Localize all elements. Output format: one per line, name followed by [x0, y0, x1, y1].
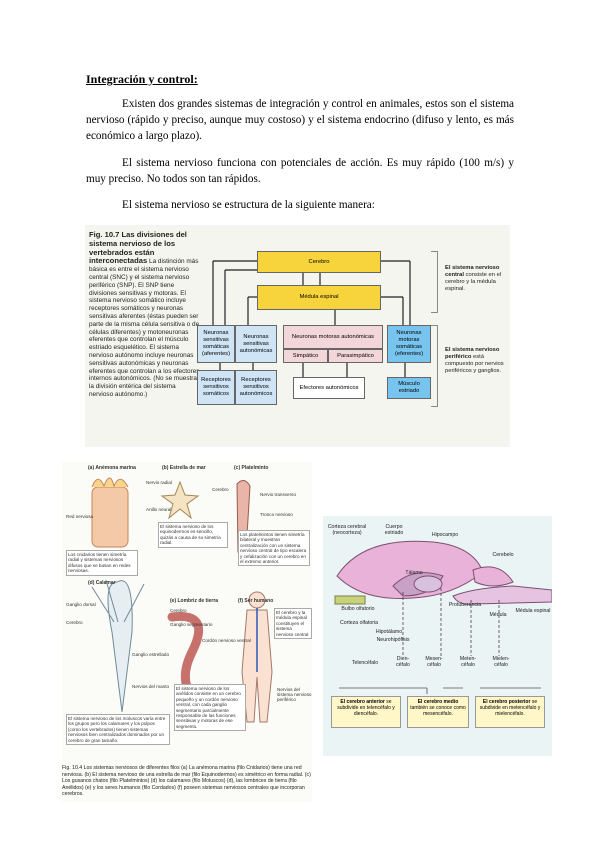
note-flatworm: Los platelmintos tienen simetría bilater… — [238, 530, 310, 567]
label-mielencefalo: Mielen-céfalo — [492, 656, 510, 668]
note-starfish: El sistema nervioso de los equinodermos … — [158, 522, 228, 548]
anterior-rest: se subdivide en telencéfalo y diencéfalo… — [337, 699, 395, 717]
label-ganglio-segmentario: Ganglio segmentario — [170, 622, 213, 627]
label-medula-espinal: Médula espinal — [515, 608, 551, 614]
label-cerebro-calamar: Cerebro — [66, 620, 83, 625]
figure-104-caption: Fig. 10.4 Los sistemas nerviosos de dife… — [62, 765, 311, 798]
box-receptores-autonomicos: Receptores sensitivos autonómicos — [235, 370, 277, 405]
label-cerebro-lombriz: Cerebro — [170, 608, 187, 613]
label-hipotalamo: Hipotálamo — [375, 629, 403, 635]
anemone-illustration — [91, 477, 129, 548]
box-receptores-somaticos: Receptores sensitivos somáticos — [197, 370, 235, 405]
box-cerebro-anterior: El cerebro anterior se subdivide en tele… — [331, 696, 401, 728]
box-neuronas-sensitivas-somaticas: Neuronas sensitivas somáticas (aferentes… — [197, 325, 235, 363]
label-corteza-cerebral: Corteza cerebral (neocorteza) — [327, 524, 367, 536]
box-parasimpatico: Parasimpático — [328, 349, 383, 363]
subtitle-anemone: (a) Anémona marina — [88, 465, 136, 471]
label-cuerpo-estriado: Cuerpo estriado — [384, 524, 404, 536]
snp-note: El sistema nervioso periférico está comp… — [445, 347, 507, 375]
figure-107-arrows — [212, 260, 411, 377]
brain-illustration — [334, 540, 552, 694]
snp-note-rest: está compuesto por nervios periféricos y… — [445, 354, 504, 374]
starfish-illustration — [160, 480, 200, 520]
label-nervio-transverso: Nervio transverso — [260, 492, 296, 497]
label-tronco-nervioso: Tronco nervioso — [260, 512, 293, 517]
snp-bracket — [431, 325, 438, 407]
box-medula-espinal: Médula espinal — [257, 285, 381, 310]
label-bulbo-olfatorio: Bulbo olfatorio — [341, 606, 375, 612]
box-musculo-estriado: Músculo estriado — [387, 377, 431, 399]
label-cerebro-platelminto: Cerebro — [212, 487, 229, 492]
snc-bracket — [431, 251, 438, 313]
label-ganglio-estrellado: Ganglio estrellado — [132, 652, 170, 657]
label-protuberancia: Protuberancia — [448, 602, 482, 608]
box-cerebro-posterior: El cerebro posterior se subdivide en met… — [475, 696, 545, 728]
section-heading: Integración y control: — [86, 72, 198, 86]
label-medula: Médula — [489, 612, 507, 618]
box-neuronas-motoras-autonomicas: Neuronas motoras autonómicas — [283, 325, 383, 349]
label-anillo-neural: Anillo neural — [146, 507, 172, 512]
label-ganglio-dorsal: Ganglio dorsal — [66, 602, 96, 607]
figure-107-caption-body: La distinción más básica es entre el sis… — [89, 258, 200, 398]
label-nervios-manto: Nervios del manto — [132, 684, 170, 689]
subtitle-human: (f) Ser humano — [238, 598, 274, 604]
squid-illustration — [91, 579, 145, 713]
figure-phyla-nervous-systems: (a) Anémona marina (b) Estrella de mar (… — [62, 462, 312, 802]
subtitle-starfish: (b) Estrella de mar — [162, 465, 206, 471]
label-talamo: Tálamo — [405, 570, 423, 576]
posterior-bold: El cerebro posterior — [482, 699, 531, 705]
label-nervios-perifericos: Nervios del sistema nervioso periférico — [277, 687, 312, 702]
snc-note-bold: El sistema nervioso central — [445, 265, 500, 278]
box-cerebro-medio: El cerebro medio también se conoce como … — [407, 696, 469, 728]
label-nervio-radial: Nervio radial — [146, 480, 172, 485]
label-neurohipofisis: Neurohipófisis — [376, 637, 410, 643]
snp-note-bold: El sistema nervioso periférico — [445, 347, 500, 360]
box-simpatico: Simpático — [283, 349, 328, 363]
note-earthworm: El sistema nervioso de los anélidos cons… — [174, 684, 246, 732]
anterior-bold: El cerebro anterior — [340, 699, 385, 705]
human-illustration — [241, 591, 273, 723]
paragraph-systems: Existen dos grandes sistemas de integrac… — [86, 98, 514, 142]
label-mesencefalo: Mesen-céfalo — [425, 656, 443, 668]
label-diencefalo: Dien-céfalo — [396, 656, 410, 668]
figure-nervous-system-divisions: Fig. 10.7 Las divisiones del sistema ner… — [85, 225, 510, 447]
box-neuronas-sensitivas-autonomicas: Neuronas sensitivas autonómicas — [235, 325, 277, 363]
subtitle-squid: (d) Calamar — [88, 580, 116, 586]
note-anemone: Los cnidarios tienen simetría radial y s… — [66, 550, 138, 576]
box-neuronas-motoras-somaticas: Neuronas motoras somáticas (eferentes) — [387, 325, 431, 363]
snc-note: El sistema nervioso central consiste en … — [445, 265, 507, 293]
label-cordon-ventral: Cordón nervioso ventral — [202, 638, 251, 643]
label-red-nerviosa: Red nerviosa — [66, 514, 94, 519]
label-metencefalo: Meten-céfalo — [459, 656, 477, 668]
label-corteza-olfatoria: Corteza olfatoria — [339, 620, 379, 626]
subtitle-earthworm: (e) Lombriz de tierra — [170, 598, 219, 604]
label-cerebelo: Cerebelo — [492, 552, 514, 558]
label-hipocampo: Hipocampo — [431, 532, 459, 538]
snc-note-rest: consiste en el cerebro y la médula espin… — [445, 272, 502, 292]
medio-rest: también se conoce como mesencéfalo. — [410, 705, 466, 717]
note-human: El cerebro y la médula espinal constituy… — [274, 608, 312, 640]
box-cerebro: Cerebro — [257, 251, 381, 273]
label-telencefalo: Telencéfalo — [351, 660, 379, 666]
posterior-rest: se subdivide en metencéfalo y mielencéfa… — [479, 699, 541, 717]
medio-bold: El cerebro medio — [417, 699, 459, 705]
figure-brain-regions: Corteza cerebral (neocorteza) Cuerpo est… — [323, 516, 552, 756]
note-squid: El sistema nervioso de los moluscos varí… — [66, 714, 170, 746]
paragraph-action-potentials: El sistema nervioso funciona con potenci… — [86, 157, 514, 185]
paragraph-structure: El sistema nervioso se estructura de la … — [122, 199, 375, 211]
figure-107-caption: Fig. 10.7 Las divisiones del sistema ner… — [89, 230, 201, 399]
figure-107-caption-title: Fig. 10.7 Las divisiones del sistema ner… — [89, 230, 187, 266]
subtitle-flatworm: (c) Platelminto — [234, 465, 269, 471]
box-efectores-autonomicos: Efectores autonómicos — [293, 377, 365, 399]
